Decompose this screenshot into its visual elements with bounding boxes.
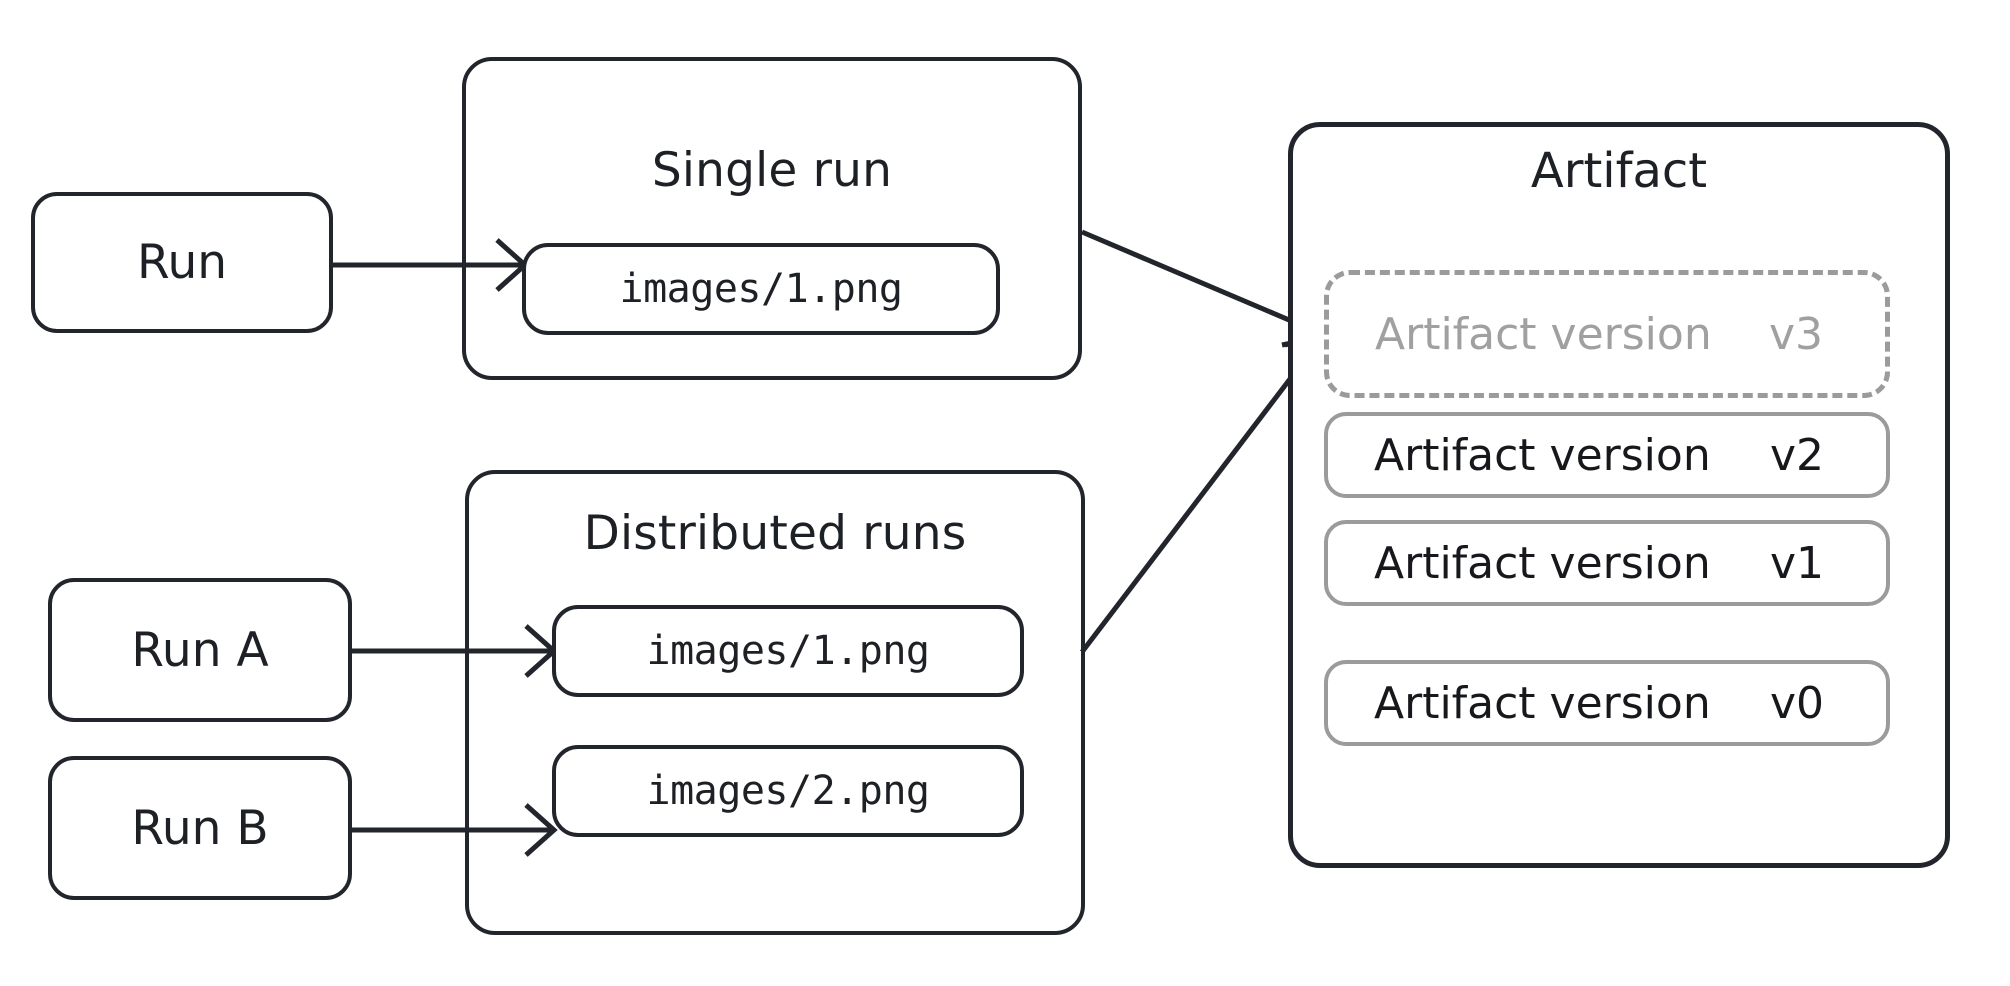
artifact-version-row-v1-tag: v1: [1769, 537, 1824, 589]
node-run-b[interactable]: Run B: [48, 756, 352, 900]
file-distributed-image1[interactable]: images/1.png: [552, 605, 1024, 697]
artifact-version-row-v2-tag: v2: [1769, 429, 1824, 481]
group-distributed-runs: Distributed runs: [465, 470, 1085, 935]
file-distributed-image1-label: images/1.png: [646, 628, 930, 674]
artifact-panel-title: Artifact: [1530, 143, 1708, 199]
group-distributed-runs-title: Distributed runs: [583, 506, 967, 561]
artifact-version-row-v3-name: Artifact version: [1375, 308, 1712, 360]
group-single-run: Single run: [462, 57, 1082, 380]
node-run[interactable]: Run: [31, 192, 333, 333]
artifact-version-row-v2-name: Artifact version: [1374, 429, 1711, 481]
group-single-run-title: Single run: [651, 143, 893, 198]
artifact-version-row-v1[interactable]: Artifact version v1: [1324, 520, 1890, 606]
node-run-a-label: Run A: [131, 622, 269, 678]
node-run-label: Run: [136, 235, 228, 290]
artifact-version-row-v0-name: Artifact version: [1374, 677, 1711, 729]
connector-runb-to-image2: [352, 803, 558, 857]
file-distributed-image2[interactable]: images/2.png: [552, 745, 1024, 837]
file-single-run-image1-label: images/1.png: [619, 266, 903, 312]
file-single-run-image1[interactable]: images/1.png: [522, 243, 1000, 335]
file-distributed-image2-label: images/2.png: [646, 768, 930, 814]
artifact-version-row-v1-name: Artifact version: [1374, 537, 1711, 589]
artifact-version-row-v0[interactable]: Artifact version v0: [1324, 660, 1890, 746]
node-run-a[interactable]: Run A: [48, 578, 352, 722]
artifact-version-row-v3[interactable]: Artifact version v3: [1324, 270, 1890, 398]
artifact-version-row-v3-tag: v3: [1768, 308, 1823, 360]
artifact-version-row-v0-tag: v0: [1769, 677, 1824, 729]
node-run-b-label: Run B: [131, 800, 269, 856]
artifact-version-row-v2[interactable]: Artifact version v2: [1324, 412, 1890, 498]
